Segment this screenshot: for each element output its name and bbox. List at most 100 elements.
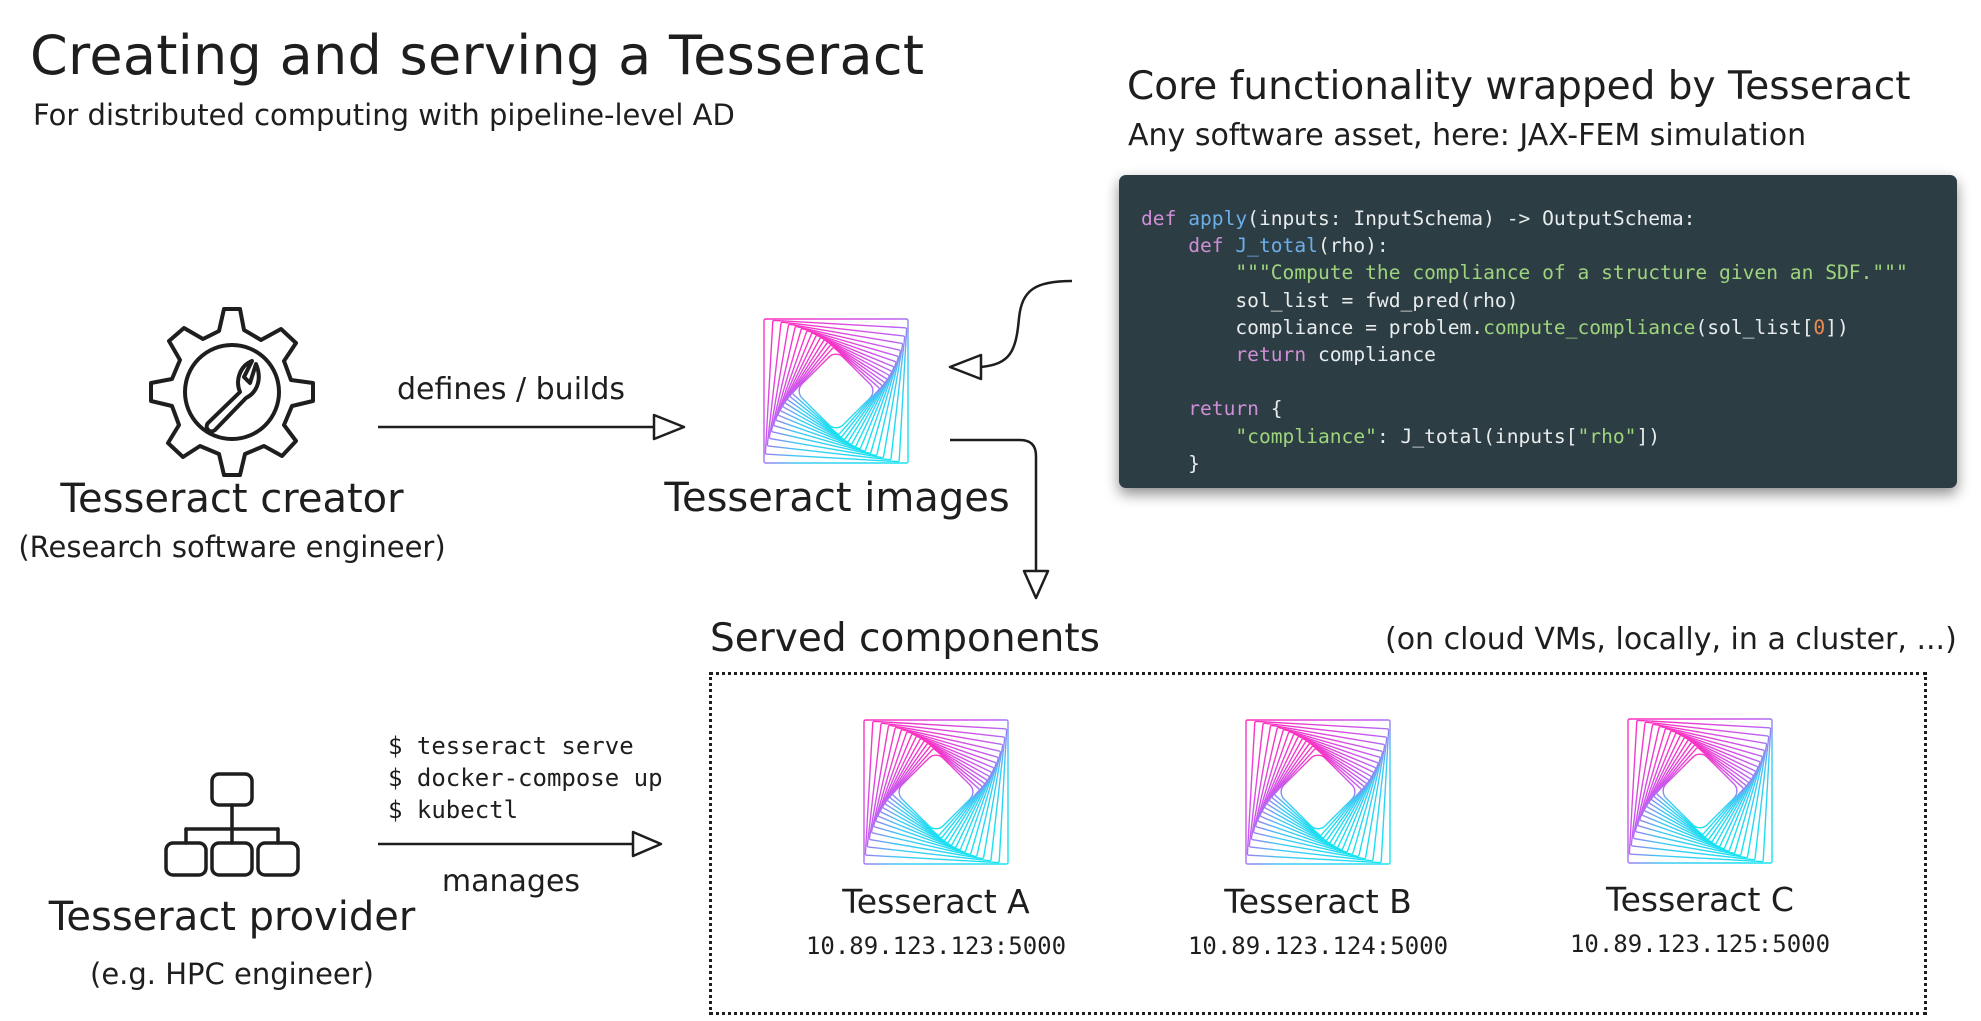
tesseract-logo-frame [1268, 742, 1368, 842]
tesseract-logo-frame [879, 735, 993, 849]
tesseract-logo-frame [892, 748, 980, 836]
tesseract-logo-frame [792, 347, 880, 435]
tesseract-logo-frame [868, 724, 1004, 860]
tesseract-a-name: Tesseract A [842, 882, 1030, 921]
page-title: Creating and serving a Tesseract [30, 24, 925, 87]
tesseract-logo-frame [1632, 723, 1768, 859]
serve-commands: $ tesseract serve $ docker-compose up $ … [388, 732, 663, 824]
tesseract-logo-frame [764, 319, 908, 463]
tesseract-c-name: Tesseract C [1606, 880, 1794, 919]
tesseract-logo-frame [1634, 725, 1766, 857]
tesseract-logo-frame [866, 722, 1006, 862]
code-line: return compliance [1235, 343, 1436, 367]
tesseract-b-address: 10.89.123.124:5000 [1187, 932, 1449, 960]
tesseract-logo-icon [1245, 719, 1391, 865]
tesseract-logo-frame [770, 325, 902, 457]
code-line: compliance = problem.compute_compliance(… [1141, 315, 1849, 339]
tesseract-logo-frame [1266, 740, 1370, 844]
tesseract-logo-frame [777, 332, 895, 450]
tesseract-logo-frame [870, 726, 1002, 858]
core-functionality-title: Core functionality wrapped by Tesseract [1127, 64, 1911, 109]
hierarchy-icon [164, 772, 300, 877]
images-label: Tesseract images [664, 475, 1010, 521]
tesseract-logo-frame [863, 719, 1009, 865]
tesseract-logo-frame [877, 733, 995, 851]
tesseract-logo-frame [882, 738, 990, 846]
tesseract-logo-frame [1662, 753, 1738, 829]
tesseract-logo-frame [1653, 744, 1747, 838]
arrow-manages [378, 830, 663, 858]
provider-role: (e.g. HPC engineer) [90, 957, 374, 991]
tesseract-logo-frame [784, 339, 888, 443]
arrow-manages-label: manages [441, 864, 581, 899]
tesseract-logo-frame [1245, 719, 1391, 865]
tesseract-logo-frame [1259, 733, 1377, 851]
creator-role: (Research software engineer) [18, 530, 446, 564]
tesseract-logo-frame [1646, 737, 1754, 845]
tesseract-logo-frame [1257, 731, 1379, 853]
code-snippet: def apply(inputs: InputSchema) -> Output… [1141, 205, 1908, 477]
code-line: """Compute the compliance of a structure… [1235, 261, 1908, 285]
creator-name: Tesseract creator [60, 476, 404, 522]
tesseract-logo-icon [863, 719, 1009, 865]
tesseract-logo-frame [1248, 722, 1388, 862]
code-line: def J_total(rho): [1188, 234, 1389, 258]
tesseract-logo-frame [1255, 729, 1381, 855]
tesseract-logo-frame [1628, 719, 1772, 863]
tesseract-b-name: Tesseract B [1224, 882, 1412, 921]
tesseract-logo-frame [768, 323, 904, 459]
tesseract-logo-frame [1280, 754, 1356, 830]
served-components-box [709, 672, 1927, 1015]
tesseract-logo-frame [775, 330, 897, 452]
code-line: def apply(inputs: InputSchema) -> Output… [1141, 207, 1696, 230]
arrow-images-to-served [950, 438, 1050, 600]
tesseract-logo-frame [873, 729, 999, 855]
tesseract-logo-frame [1274, 748, 1362, 836]
tesseract-logo-frame [886, 742, 986, 842]
provider-name: Tesseract provider [48, 894, 416, 940]
tesseract-logo-frame [1643, 734, 1757, 848]
tesseract-logo-frame [779, 334, 893, 448]
tesseract-logo-frame [798, 353, 874, 429]
tesseract-logo-frame [1252, 726, 1384, 858]
core-functionality-subtitle: Any software asset, here: JAX-FEM simula… [1128, 118, 1807, 153]
tesseract-logo-frame [763, 318, 909, 464]
code-line: return { [1188, 397, 1283, 421]
tesseract-logo-icon [763, 318, 909, 464]
tesseract-logo-frame [1250, 724, 1386, 860]
gear-wrench-icon [149, 307, 315, 477]
tesseract-logo-icon [1627, 718, 1773, 864]
tesseract-logo-frame [898, 754, 974, 830]
tesseract-logo-frame [773, 328, 899, 454]
code-line: } [1141, 451, 1200, 475]
tesseract-logo-frame [1261, 735, 1375, 849]
code-snippet-panel: def apply(inputs: InputSchema) -> Output… [1119, 175, 1957, 488]
arrow-defines-builds [378, 413, 686, 441]
tesseract-logo-frame [789, 344, 883, 438]
tesseract-logo-frame [1641, 732, 1759, 850]
page-subtitle: For distributed computing with pipeline-… [33, 98, 735, 132]
tesseract-a-address: 10.89.123.123:5000 [805, 932, 1067, 960]
tesseract-logo-frame [1627, 718, 1773, 864]
tesseract-c-address: 10.89.123.125:5000 [1569, 930, 1831, 958]
code-line: sol_list = fwd_pred(rho) [1141, 288, 1519, 312]
tesseract-logo-frame [875, 731, 997, 853]
tesseract-logo-frame [766, 321, 906, 461]
tesseract-logo-frame [1630, 721, 1770, 861]
tesseract-logo-frame [1246, 720, 1390, 864]
tesseract-logo-frame [782, 337, 890, 445]
tesseract-logo-frame [1656, 747, 1744, 835]
tesseract-logo-frame [864, 720, 1008, 864]
tesseract-logo-frame [1648, 739, 1752, 843]
tesseract-logo-frame [889, 745, 983, 839]
tesseract-logo-frame [1271, 745, 1365, 839]
tesseract-logo-frame [884, 740, 988, 844]
served-components-title: Served components [710, 616, 1100, 661]
arrow-builds-label: defines / builds [396, 372, 626, 407]
served-components-note: (on cloud VMs, locally, in a cluster, ..… [1385, 622, 1957, 657]
tesseract-logo-frame [1264, 738, 1372, 846]
code-line: "compliance": J_total(inputs["rho"]) [1235, 424, 1661, 448]
tesseract-logo-frame [1639, 730, 1761, 852]
tesseract-logo-frame [1650, 741, 1750, 841]
